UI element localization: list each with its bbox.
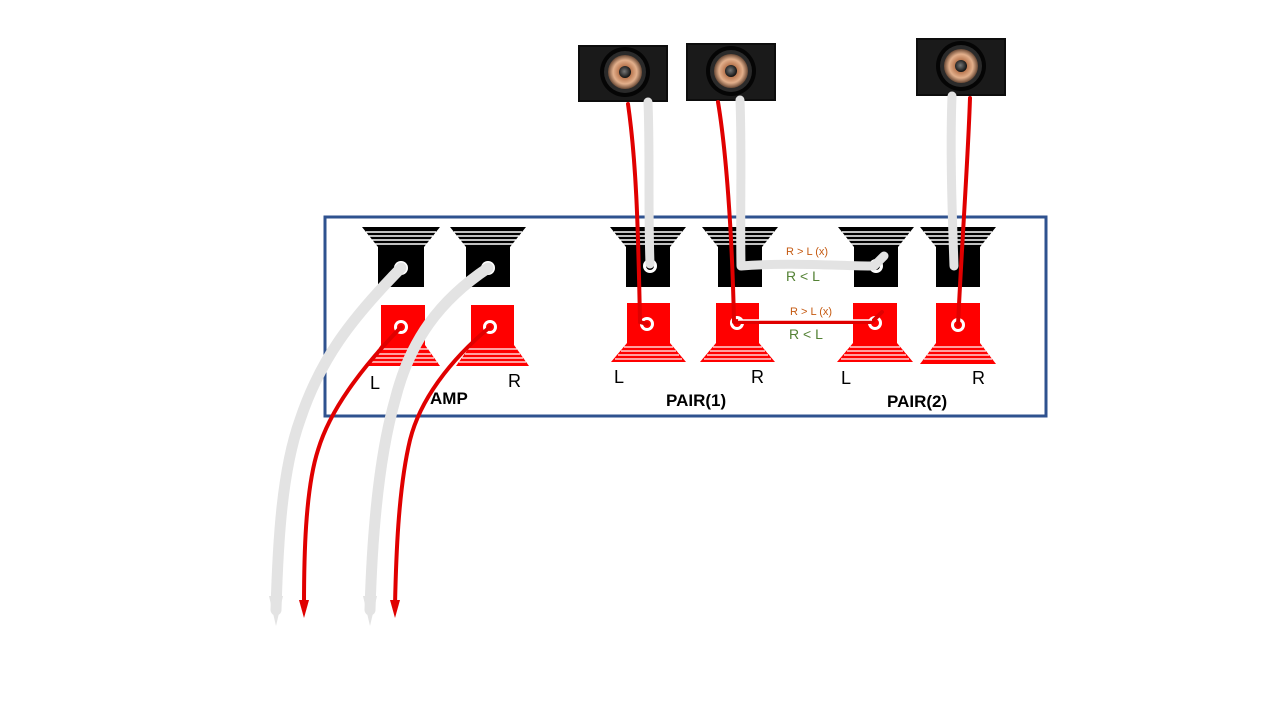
speaker-icon [706,46,756,96]
amp-right-positive-wire [393,325,492,607]
upper-wrong-note: R > L (x) [786,246,828,258]
amp-right-positive-terminal [456,305,529,366]
amp-group-label: AMP [430,389,468,408]
speaker3-positive-wire [956,96,972,327]
pair1-left-label: L [614,367,624,387]
speaker-3 [916,38,1006,96]
pair1-group-label: PAIR(1) [666,391,726,410]
upper-right-note: R < L [786,268,820,284]
amp-right-label: R [508,371,521,391]
amp-left-positive-arrow [299,600,309,618]
pair2-left-positive-terminal [837,303,913,362]
speaker1-negative-wire [643,97,655,269]
amp-left-negative-wire [270,262,407,616]
pair1-right-label: R [751,367,764,387]
speaker-icon [936,41,986,91]
amp-left-positive-terminal [366,305,440,366]
speaker3-negative-wire [946,91,959,271]
panel-frame [323,215,1048,418]
amp-right-negative-wire [364,262,494,616]
speaker-1 [578,45,668,102]
pair2-left-label: L [841,368,851,388]
speaker2-positive-wire [716,100,884,324]
speaker-icon [600,47,650,97]
pair1-right-positive-terminal [700,303,775,362]
speaker-2 [686,43,776,101]
lower-wrong-note: R > L (x) [790,306,832,318]
pair2-group-label: PAIR(2) [887,392,947,411]
lower-right-note: R < L [789,326,823,342]
pair1-left-positive-terminal [611,303,686,362]
amp-left-positive-wire [302,325,403,607]
amp-right-negative-arrow [363,596,377,626]
pair2-left-negative-terminal [838,227,914,287]
amp-left-label: L [370,373,380,393]
pair2-right-label: R [972,368,985,388]
amp-left-negative-terminal [362,227,440,287]
amp-right-negative-terminal [450,227,526,287]
amp-left-negative-arrow [269,596,283,626]
speaker2-negative-wire [735,95,889,271]
speaker1-positive-wire [626,102,649,326]
amp-right-positive-arrow [390,600,400,618]
